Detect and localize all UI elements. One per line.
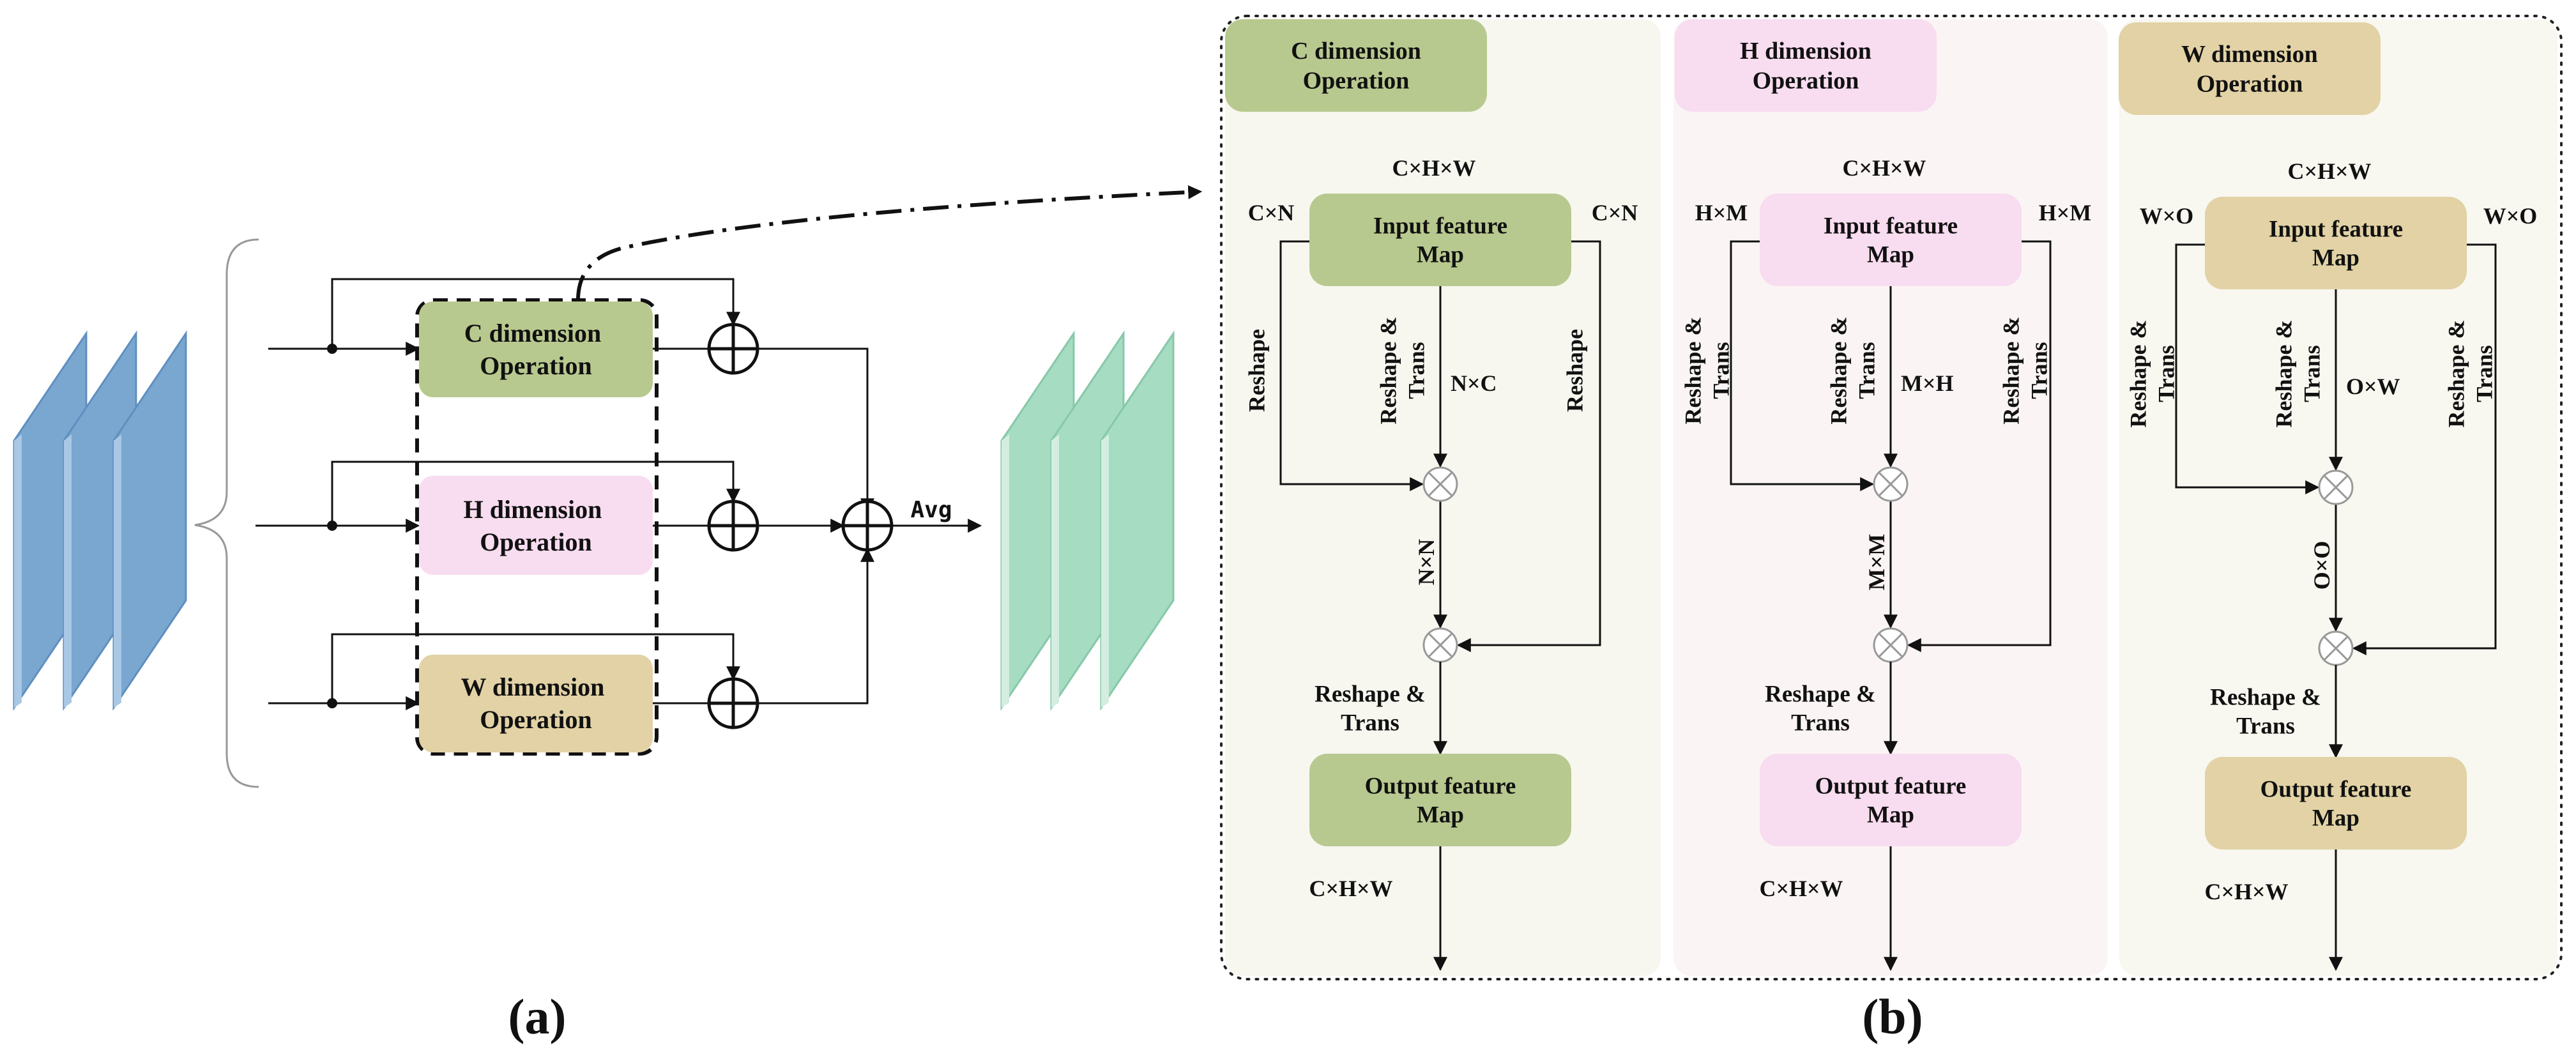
panel-w-right-branch-label: Reshape &Trans	[2444, 320, 2497, 428]
panel-h-left-dim: H×M	[1695, 200, 1748, 225]
output-slice	[1100, 330, 1175, 711]
panel-c-bottom-dim: C×H×W	[1309, 876, 1392, 901]
panel-w-mid-dim: O×O	[2309, 541, 2335, 590]
panel-h-center-dim: M×H	[1901, 370, 1954, 396]
input-slice	[112, 330, 187, 711]
panel-w-center-branch-label: Reshape &Trans	[2271, 320, 2325, 428]
avg-label: Avg	[910, 497, 952, 523]
panel-h-multiply-node-2	[1873, 627, 1909, 663]
panel-c-output-box	[1309, 754, 1571, 846]
h-dimension-block-label: H dimension Operation	[464, 495, 609, 556]
panel-h-header-block	[1675, 19, 1937, 112]
part-b-dotted-frame	[1220, 15, 2563, 980]
w-branch-node	[327, 698, 337, 708]
caption-a: (a)	[508, 989, 567, 1044]
panel-w-lower-label: Reshape &Trans	[2210, 684, 2321, 739]
h-add-node	[707, 499, 759, 552]
panel-h-right-branch-label: Reshape &Trans	[1999, 317, 2052, 425]
output-feature-stack	[1000, 330, 1175, 711]
w-branch	[268, 547, 874, 710]
panel-w-left-branch-label: Reshape &Trans	[2126, 320, 2179, 428]
zoom-connector	[576, 185, 1203, 301]
h-branch-node	[327, 521, 337, 531]
panel-h-bottom-dim: C×H×W	[1759, 876, 1843, 901]
panel-c-top-dim: C×H×W	[1392, 155, 1475, 181]
w-dimension-block	[419, 655, 653, 752]
panel-h-right-dim: H×M	[2039, 200, 2092, 225]
panel-h-left-connector	[1730, 240, 1875, 491]
panel-h-multiply-node-1	[1873, 466, 1909, 502]
c-branch-node	[327, 344, 337, 354]
w-dimension-block-label: W dimension Operation	[461, 673, 611, 734]
panel-c-header-block	[1225, 19, 1487, 112]
panel-c-lower-label: Reshape &Trans	[1315, 681, 1426, 736]
panel-h-center-branch-label: Reshape &Trans	[1826, 317, 1880, 425]
panel-c-multiply-node-2	[1422, 627, 1458, 663]
w-add-node	[707, 677, 759, 729]
panel-h-right-connector	[1907, 240, 2052, 652]
panel-c-right-connector	[1456, 240, 1601, 652]
c-branch	[268, 278, 874, 513]
panel-c-left-branch-label: Reshape	[1244, 329, 1270, 412]
panel-h-top-dim: C×H×W	[1842, 155, 1926, 181]
c-dimension-block-label: C dimension Operation	[464, 319, 608, 380]
panel-h-input-box	[1760, 194, 2022, 286]
h-dimension-block	[419, 476, 653, 575]
panel-h-lower-label: Reshape &Trans	[1765, 681, 1876, 736]
panel-c-right-dim: C×N	[1592, 200, 1638, 225]
input-feature-stack	[13, 330, 187, 711]
c-dimension-block	[419, 301, 653, 397]
panel-w-output-box	[2205, 757, 2467, 849]
panel-w-top-dim: C×H×W	[2287, 158, 2371, 184]
panel-c-left-connector	[1279, 240, 1424, 491]
panel-c-mid-dim: N×N	[1414, 539, 1439, 586]
panel-w-multiply-node-1	[2318, 469, 2354, 505]
panel-w-input-box	[2205, 197, 2467, 289]
panel-c-input-box	[1309, 194, 1571, 286]
caption-b: (b)	[1862, 989, 1923, 1044]
panel-w-bottom-dim: C×H×W	[2204, 879, 2288, 904]
panel-h-mid-dim: M×M	[1864, 534, 1889, 590]
panel-h-output-box	[1760, 754, 2022, 846]
c-add-node	[707, 323, 759, 375]
panel-w-right-dim: W×O	[2483, 203, 2538, 229]
operations-dashed-box	[415, 298, 659, 756]
sum-node	[841, 499, 894, 552]
panel-w-multiply-node-2	[2318, 630, 2354, 666]
panel-w-left-dim: W×O	[2140, 203, 2194, 229]
panel-c-left-dim: C×N	[1248, 200, 1295, 225]
panel-w-right-connector	[2352, 243, 2497, 655]
panel-c-center-branch-label: Reshape &Trans	[1376, 317, 1429, 425]
panel-c-right-branch-label: Reshape	[1562, 329, 1588, 412]
panel-h-left-branch-label: Reshape &Trans	[1680, 317, 1734, 425]
branch-brace	[194, 238, 259, 788]
panel-w-left-connector	[2175, 243, 2320, 494]
panel-w-center-dim: O×W	[2346, 374, 2400, 399]
part-a: C dimension Operation H dimension Operat…	[13, 238, 1175, 1044]
panel-c-center-dim: N×C	[1451, 370, 1497, 396]
panel-c-multiply-node-1	[1422, 466, 1458, 502]
panel-w-header-block	[2119, 22, 2381, 115]
